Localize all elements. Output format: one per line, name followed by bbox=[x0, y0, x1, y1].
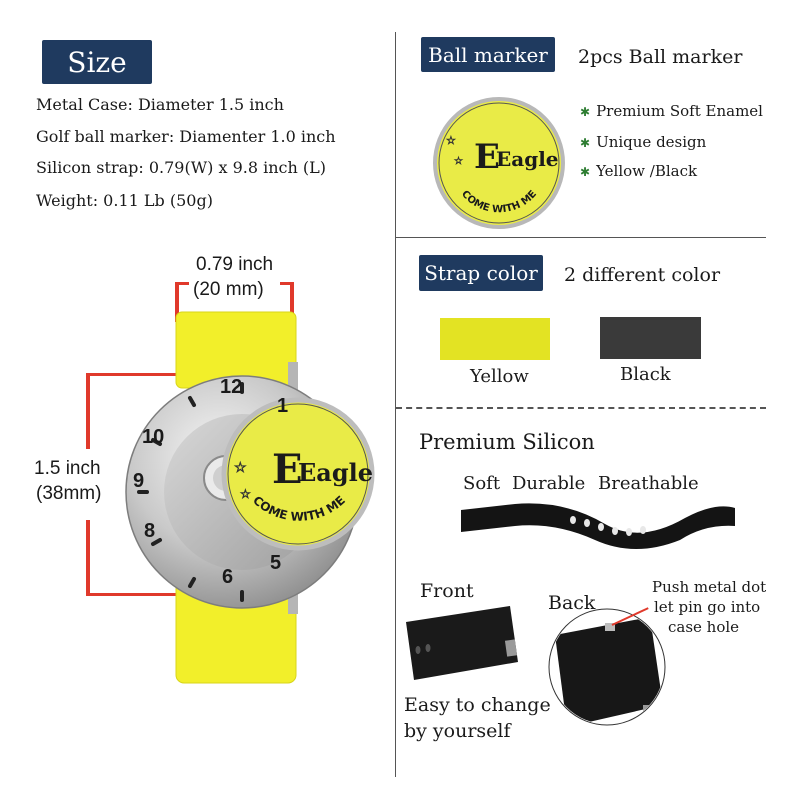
numeral-6: 6 bbox=[222, 566, 234, 588]
swatch-black-label: Black bbox=[620, 364, 671, 385]
easy-change-line2: by yourself bbox=[404, 720, 511, 742]
spec-silicon-strap: Silicon strap: 0.79(W) x 9.8 inch (L) bbox=[36, 158, 327, 177]
diameter-vert-lower bbox=[86, 520, 90, 596]
svg-text:Eagle: Eagle bbox=[496, 147, 559, 171]
ball-marker-subtitle: 2pcs Ball marker bbox=[578, 46, 743, 68]
asterisk-icon: ✱ bbox=[580, 136, 591, 150]
horizontal-divider-2 bbox=[396, 407, 766, 409]
feature-soft: Soft bbox=[463, 473, 501, 494]
diameter-mm-label: (38mm) bbox=[36, 483, 102, 504]
spec-metal-case: Metal Case: Diameter 1.5 inch bbox=[36, 95, 284, 114]
push-note-line: let pin go into bbox=[654, 598, 761, 616]
svg-text:☆: ☆ bbox=[446, 134, 456, 147]
push-note-line: case hole bbox=[668, 618, 740, 636]
numeral-10: 10 bbox=[142, 426, 165, 448]
numeral-5: 5 bbox=[270, 552, 282, 574]
vertical-divider bbox=[395, 32, 396, 777]
bullet-item: ✱Premium Soft Enamel bbox=[580, 102, 763, 120]
bullet-item: ✱Yellow /Black bbox=[580, 162, 698, 180]
watch-illustration: E Eagle COME WITH ME ☆ ☆ bbox=[125, 311, 375, 684]
swatch-yellow bbox=[440, 318, 550, 360]
diameter-vert-upper bbox=[86, 373, 90, 449]
spec-ball-marker: Golf ball marker: Diamenter 1.0 inch bbox=[36, 127, 336, 146]
width-bracket-left-tick bbox=[175, 282, 189, 285]
strap-color-subtitle: 2 different color bbox=[564, 264, 721, 286]
easy-change-line1: Easy to change bbox=[404, 694, 551, 716]
width-bracket-right bbox=[290, 282, 294, 322]
size-badge: Size bbox=[42, 40, 152, 84]
front-label: Front bbox=[420, 580, 474, 602]
feature-breathable: Breathable bbox=[598, 473, 699, 494]
asterisk-icon: ✱ bbox=[580, 105, 591, 119]
svg-text:☆: ☆ bbox=[454, 156, 463, 167]
spec-weight: Weight: 0.11 Lb (50g) bbox=[36, 191, 213, 210]
numeral-8: 8 bbox=[144, 520, 156, 542]
ball-marker-badge: Ball marker bbox=[421, 37, 555, 72]
diameter-bottom-line bbox=[86, 593, 262, 596]
strap-front-image bbox=[406, 606, 518, 680]
horizontal-divider-1 bbox=[396, 237, 766, 238]
strap-color-badge: Strap color bbox=[419, 255, 543, 291]
svg-text:E: E bbox=[474, 137, 500, 177]
push-note-line: Push metal dot bbox=[652, 578, 767, 596]
width-bracket-left bbox=[175, 282, 179, 322]
width-bracket-right-tick bbox=[280, 282, 294, 285]
twisted-strap-image bbox=[461, 503, 735, 549]
ball-marker-image: E Eagle COME WITH ME ☆ ☆ bbox=[433, 97, 565, 229]
svg-text:☆: ☆ bbox=[234, 460, 247, 476]
ball-marker-on-case bbox=[221, 397, 375, 551]
back-label: Back bbox=[548, 592, 596, 614]
bullet-item: ✱Unique design bbox=[580, 133, 707, 151]
premium-silicon-title: Premium Silicon bbox=[419, 430, 595, 454]
numeral-1: 1 bbox=[277, 395, 289, 417]
tick-marks bbox=[137, 382, 244, 602]
svg-text:☆: ☆ bbox=[240, 487, 251, 501]
diameter-top-line bbox=[86, 373, 262, 376]
numeral-9: 9 bbox=[133, 470, 145, 492]
marker-word: Eagle bbox=[298, 458, 373, 487]
swatch-black bbox=[600, 317, 701, 359]
width-mm-label: (20 mm) bbox=[193, 279, 264, 300]
width-inch-label: 0.79 inch bbox=[196, 254, 274, 275]
diameter-inch-label: 1.5 inch bbox=[34, 458, 101, 479]
swatch-yellow-label: Yellow bbox=[470, 366, 529, 387]
asterisk-icon: ✱ bbox=[580, 165, 591, 179]
svg-text:E: E bbox=[272, 446, 303, 493]
feature-durable: Durable bbox=[512, 473, 586, 494]
numeral-12: 12 bbox=[220, 376, 243, 398]
strap-back-image bbox=[548, 608, 666, 726]
